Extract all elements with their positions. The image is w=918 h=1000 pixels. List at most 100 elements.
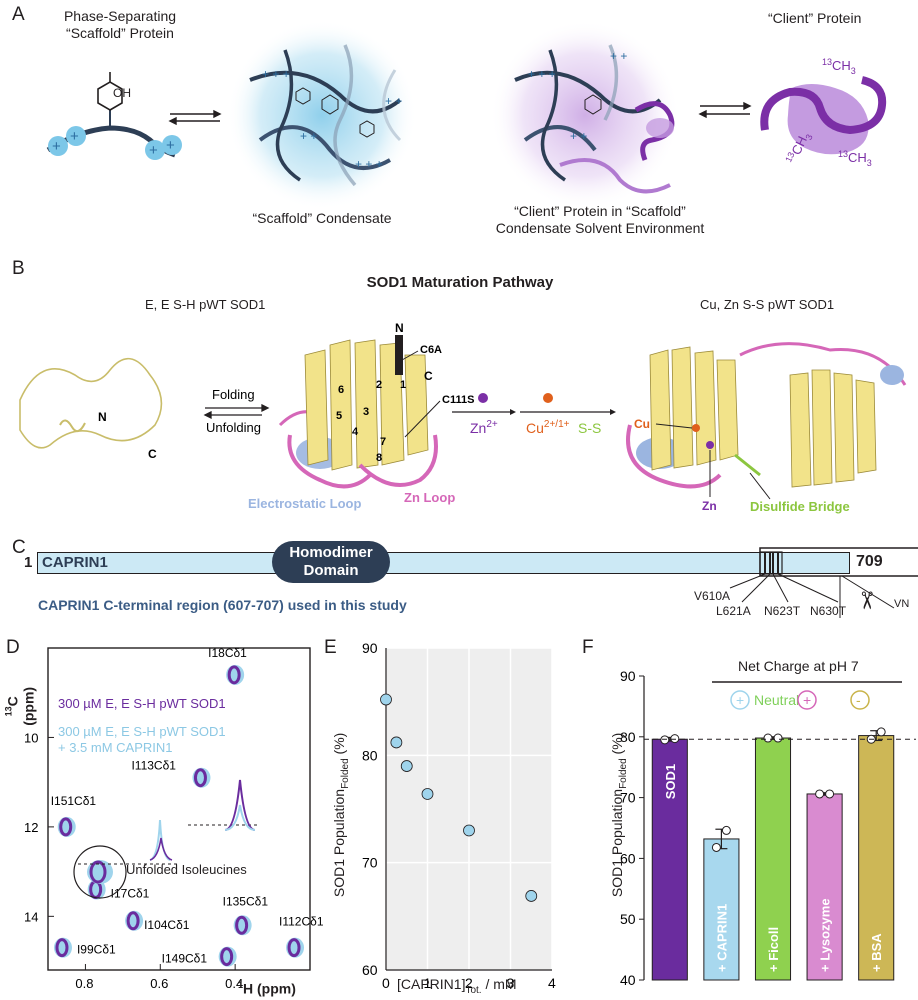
i113-slice-trace-2 [224, 804, 256, 831]
svg-text:+ +: + + [300, 129, 317, 143]
chart-f-y-tick-label-1: 50 [620, 911, 636, 927]
peak-label-2: I151Cδ1 [51, 794, 97, 808]
chart-f-replicate-2-1 [773, 733, 783, 743]
panel-c-mutation-map [729, 547, 918, 618]
cut-site-label: VN [894, 598, 910, 610]
caprin1-name: CAPRIN1 [42, 554, 108, 571]
caprin1-sequence-bar [37, 552, 850, 574]
holo-sod1-dimer-drawing [626, 342, 907, 489]
strand-8: 8 [376, 452, 382, 464]
chart-e-x-tick-label-2: 2 [465, 975, 473, 991]
zn-site-label: Zn [702, 499, 717, 513]
chart-f-y-tick-label-4: 80 [620, 729, 636, 745]
unfolded-n-terminus: N [98, 410, 107, 424]
chart-f-y-tick-label-2: 60 [620, 850, 636, 866]
chart-e-y-tick-label-0: 60 [362, 962, 378, 978]
chart-f-charge-symbol-2: - [856, 692, 861, 708]
svg-text:+ +: + + [610, 49, 627, 63]
methyl-label-3: 13CH3 [838, 149, 872, 168]
peak-label-4: I104Cδ1 [144, 918, 190, 932]
chart-f-bar-label-0: SOD1 [663, 764, 678, 799]
scaffold-protein-drawing: + + + + [46, 72, 182, 160]
chart-f-charge-symbol-1: + [803, 692, 811, 708]
unfolded-peak-sod1 [89, 860, 107, 884]
mutation-l621a: L621A [716, 604, 751, 618]
svg-text:+ + +: + + + [262, 67, 290, 81]
unfolded-c-terminus: C [148, 447, 157, 461]
chart-f-charge-symbol-0: + [736, 692, 744, 708]
client-in-condensate-line1: “Client” Protein in “Scaffold” [514, 203, 686, 219]
homodimer-line2: Domain [303, 562, 359, 579]
client-in-condensate-drawing: + + + + + + + [490, 20, 680, 210]
strand-5: 5 [336, 410, 342, 422]
zn-loop-label: Zn Loop [404, 490, 456, 505]
folded-n-terminus: N [395, 321, 404, 335]
cu-dot [543, 393, 553, 403]
i113-slice-trace-1 [224, 779, 256, 831]
equilibrium-arrows-2 [698, 101, 752, 119]
mutation-n623t: N623T [764, 604, 801, 618]
spectrum-legend-2-line2: + 3.5 mM CAPRIN1 [58, 740, 173, 755]
scaffold-condensate-label: “Scaffold” Condensate [252, 210, 392, 226]
svg-text:+: + [166, 137, 175, 154]
chart-e-y-tick-label-3: 90 [362, 640, 378, 656]
chart-e-point-3 [421, 788, 434, 800]
scaffold-title-line2: “Scaffold” Protein [66, 25, 174, 41]
panel-label-b: B [12, 258, 25, 279]
equilibrium-arrows-1 [168, 109, 222, 126]
scaffold-protein-title: Phase-Separating “Scaffold” Protein [30, 8, 210, 42]
folding-label: Folding [212, 387, 255, 402]
methyl-label-1: 13CH3 [822, 57, 856, 76]
spectrum-y-tick-label-2: 14 [24, 909, 38, 924]
chart-e-x-tick-label-1: 1 [424, 975, 432, 991]
sod1-pathway-title: SOD1 Maturation Pathway [366, 274, 554, 291]
ss-step-label: S-S [578, 420, 601, 436]
client-in-condensate-label: “Client” Protein in “Scaffold” Condensat… [470, 203, 730, 237]
chart-f-bar-label-4: + BSA [869, 933, 884, 972]
chart-f-y-axis-label: SOD1 PopulationFolded (%) [609, 732, 629, 898]
spectrum-legend-1: 300 µM E, E S-H pWT SOD1 [58, 696, 226, 711]
strand-6: 6 [338, 384, 344, 396]
chart-f-replicate-1-0 [711, 842, 721, 852]
peak-label-6: I135Cδ1 [223, 894, 269, 908]
chart-f-replicate-4-1 [876, 727, 886, 737]
peak-sod1-8 [220, 947, 234, 967]
panel-b-illustration: N C Folding Unfolding 1 2 3 4 5 6 7 8 N … [19, 321, 907, 514]
unfolding-label: Unfolding [206, 420, 261, 435]
peak-sod1-0 [227, 665, 241, 685]
chart-f-y-tick-label-3: 70 [620, 790, 636, 806]
folding-arrows [203, 403, 270, 420]
scaffold-condensate-drawing: + + + + + + + + + + [227, 20, 417, 210]
peak-label-8: I149Cδ1 [162, 952, 208, 966]
chart-f-replicate-3-0 [815, 789, 825, 799]
mutation-c6a: C6A [420, 344, 442, 356]
chart-e-x-axis-label: [CAPRIN1]Tot. / mM [397, 976, 517, 996]
chart-f-bar-label-2: + Ficoll [766, 927, 781, 972]
caprin1-start-residue: 1 [24, 554, 33, 571]
peak-label-1: I113Cδ1 [131, 759, 176, 773]
chart-e-point-2 [400, 760, 413, 772]
panel-label-f: F [582, 637, 594, 658]
chart-e-point-1 [390, 736, 403, 749]
peak-sod1-2 [59, 817, 73, 837]
spectrum-legend-2-line1: 300 µM E, E S-H pWT SOD1 [58, 724, 226, 739]
panel-label-a: A [12, 4, 25, 25]
chart-e-x-tick-label-3: 3 [507, 975, 515, 991]
svg-text:+: + [70, 128, 79, 145]
panel-a-illustration: + + + + OH + + + + + + + + + + + + + [46, 20, 887, 210]
svg-text:+: + [52, 138, 61, 155]
svg-text:+ + +: + + + [355, 157, 383, 171]
caprin1-region-caption: CAPRIN1 C-terminal region (607-707) used… [38, 597, 407, 613]
chart-f-replicate-1-1 [721, 825, 731, 835]
folded-sod1-drawing [278, 335, 438, 489]
svg-text:+: + [149, 142, 158, 159]
scaffold-title-line1: Phase-Separating [63, 8, 177, 24]
chart-e-point-5 [525, 890, 538, 902]
peak-label-5: I99Cδ1 [77, 943, 116, 957]
cu-site-label: Cu [634, 417, 650, 431]
strand-4: 4 [352, 426, 359, 438]
svg-text:+ +: + + [385, 94, 402, 108]
strand-1: 1 [400, 379, 406, 391]
peak-sod1-7 [287, 938, 301, 958]
